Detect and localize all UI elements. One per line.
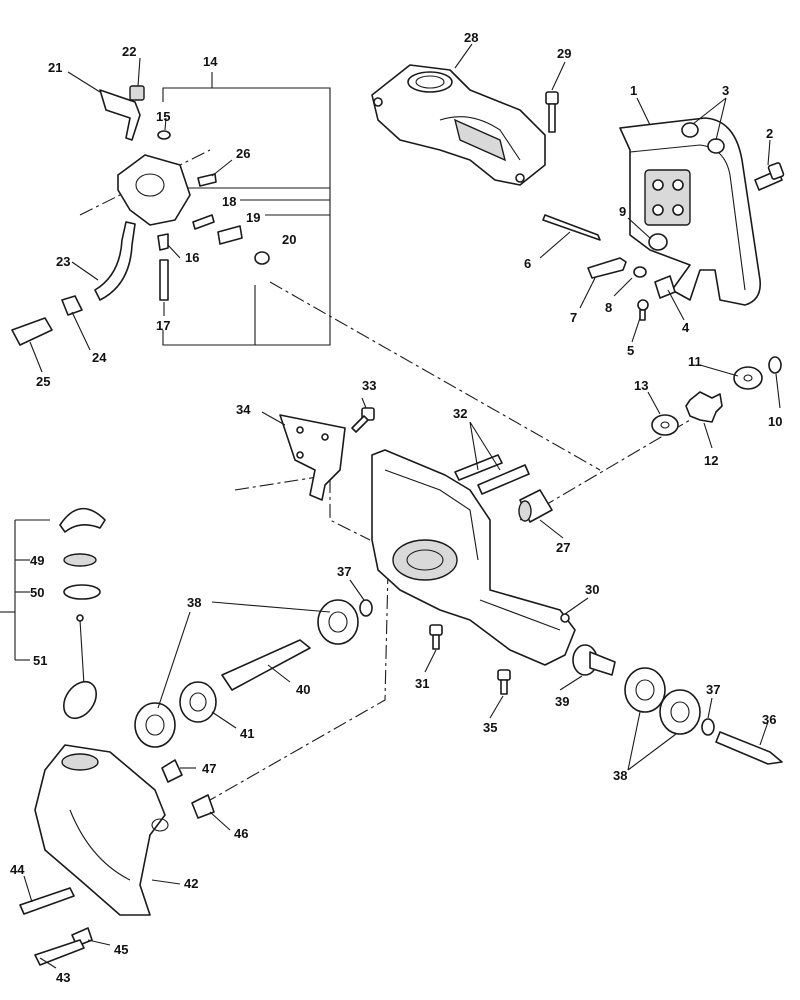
label-50: 50 xyxy=(30,585,44,600)
group-14-bracket xyxy=(162,72,331,346)
label-22: 22 xyxy=(122,44,136,59)
ring-37-b xyxy=(701,718,715,736)
label-49: 49 xyxy=(30,553,44,568)
label-10: 10 xyxy=(768,414,782,429)
part-labels: 1 2 3 4 5 6 7 8 9 10 11 12 13 14 15 16 1… xyxy=(10,30,782,985)
label-13: 13 xyxy=(634,378,648,393)
label-37-a: 37 xyxy=(337,564,351,579)
label-14: 14 xyxy=(203,54,218,69)
shaft-40 xyxy=(221,639,311,691)
part-gear-case-30 xyxy=(371,449,576,666)
plug-47 xyxy=(161,759,183,783)
leader-lines xyxy=(23,43,781,969)
label-25: 25 xyxy=(36,374,50,389)
label-28: 28 xyxy=(464,30,478,45)
screws xyxy=(351,91,785,695)
screw-43 xyxy=(34,939,85,966)
label-26: 26 xyxy=(236,146,250,161)
label-12: 12 xyxy=(704,453,718,468)
screw-31 xyxy=(429,624,443,650)
screw-44 xyxy=(19,887,75,915)
part-guard xyxy=(619,117,762,306)
label-36: 36 xyxy=(762,712,776,727)
label-6: 6 xyxy=(524,256,531,271)
bearing-38-d xyxy=(659,689,701,735)
label-2: 2 xyxy=(766,126,773,141)
label-47: 47 xyxy=(202,761,216,776)
handle-housing-parts xyxy=(19,744,215,966)
label-39: 39 xyxy=(555,694,569,709)
label-11: 11 xyxy=(688,354,702,369)
bearing-38-b xyxy=(134,702,176,748)
part-studs-32 xyxy=(454,454,530,495)
label-15: 15 xyxy=(156,109,170,124)
label-31: 31 xyxy=(415,676,429,691)
label-45: 45 xyxy=(114,942,128,957)
label-21: 21 xyxy=(48,60,62,75)
label-16: 16 xyxy=(185,250,199,265)
screw-35 xyxy=(497,669,511,695)
parts-guard-hardware xyxy=(542,214,676,321)
bushing-46 xyxy=(191,794,215,819)
label-1: 1 xyxy=(630,83,637,98)
oil-pump-group xyxy=(11,85,270,346)
label-19: 19 xyxy=(246,210,260,225)
label-8: 8 xyxy=(605,300,612,315)
label-44: 44 xyxy=(10,862,25,877)
label-38-a: 38 xyxy=(187,595,201,610)
group-left-bracket xyxy=(0,519,50,661)
label-33: 33 xyxy=(362,378,376,393)
label-9: 9 xyxy=(619,204,626,219)
drive-parts xyxy=(134,599,783,765)
label-4: 4 xyxy=(682,320,690,335)
label-29: 29 xyxy=(557,46,571,61)
part-bushing-27 xyxy=(518,489,553,523)
parts-washers-right xyxy=(651,356,782,436)
screw-33 xyxy=(351,407,375,433)
gear-39 xyxy=(572,644,616,676)
screw-2 xyxy=(754,162,785,191)
gear-41 xyxy=(179,681,217,723)
label-42: 42 xyxy=(184,876,198,891)
label-51: 51 xyxy=(33,653,47,668)
part-nuts-3 xyxy=(681,122,725,154)
label-34: 34 xyxy=(236,402,251,417)
label-30: 30 xyxy=(585,582,599,597)
label-38-b: 38 xyxy=(613,768,627,783)
label-41: 41 xyxy=(240,726,254,741)
label-24: 24 xyxy=(92,350,107,365)
label-46: 46 xyxy=(234,826,248,841)
ring-37-a xyxy=(359,599,373,617)
bearing-38-a xyxy=(317,599,359,645)
screw-29 xyxy=(545,91,559,133)
bearing-38-c xyxy=(624,667,666,713)
label-23: 23 xyxy=(56,254,70,269)
label-37-b: 37 xyxy=(706,682,720,697)
part-bracket-34 xyxy=(279,414,346,501)
label-32: 32 xyxy=(453,406,467,421)
label-7: 7 xyxy=(570,310,577,325)
label-5: 5 xyxy=(627,343,634,358)
label-27: 27 xyxy=(556,540,570,555)
cap-parts xyxy=(59,507,106,720)
label-17: 17 xyxy=(156,318,170,333)
label-18: 18 xyxy=(222,194,236,209)
pin-36 xyxy=(715,731,783,765)
label-43: 43 xyxy=(56,970,70,985)
part-upper-housing xyxy=(371,64,546,186)
label-20: 20 xyxy=(282,232,296,247)
label-35: 35 xyxy=(483,720,497,735)
label-3: 3 xyxy=(722,83,729,98)
label-40: 40 xyxy=(296,682,310,697)
